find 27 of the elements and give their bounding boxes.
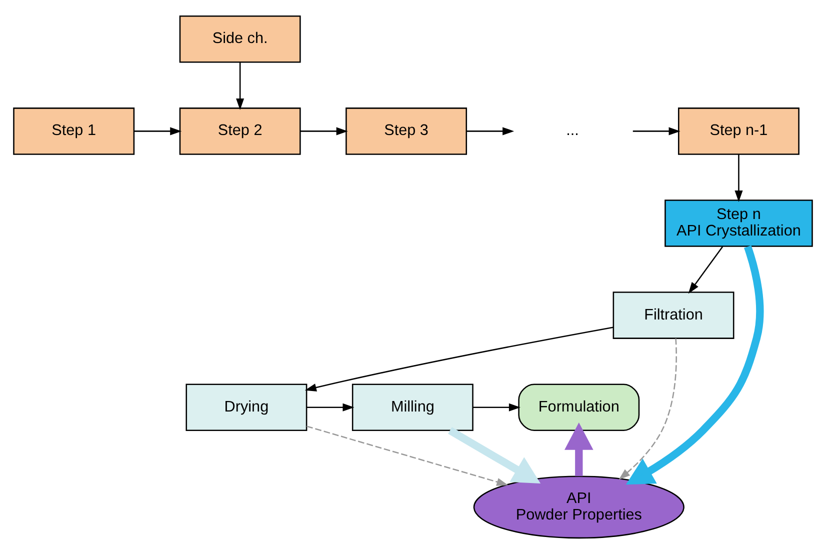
arrow: [626, 244, 764, 484]
node-box: Drying: [186, 383, 308, 431]
node-text: ...: [566, 122, 579, 139]
arrow: [632, 126, 680, 135]
arrow: [134, 126, 182, 135]
arrow: [304, 326, 614, 391]
arrow: [448, 426, 541, 483]
node-box: Step 2: [179, 107, 301, 154]
node-box: Step n-1: [678, 107, 800, 154]
node-box: Step 3: [346, 107, 468, 154]
node-box: Milling: [352, 383, 474, 431]
node-box: Side ch.: [179, 14, 301, 62]
node-box: Filtration: [612, 291, 734, 338]
arrow: [618, 338, 677, 480]
node-box: Step 1: [13, 107, 135, 154]
arrow: [466, 126, 514, 135]
arrow: [564, 422, 594, 476]
node-box: Formulation: [518, 383, 640, 431]
arrow: [306, 402, 354, 411]
arrow: [688, 246, 724, 294]
node-ellipse: API Powder Properties: [473, 475, 684, 538]
arrow: [473, 402, 520, 411]
arrow: [236, 62, 244, 110]
arrow: [300, 126, 348, 135]
node-box: Step n API Crystallization: [664, 199, 813, 246]
arrow: [734, 154, 743, 202]
arrow: [306, 425, 508, 486]
